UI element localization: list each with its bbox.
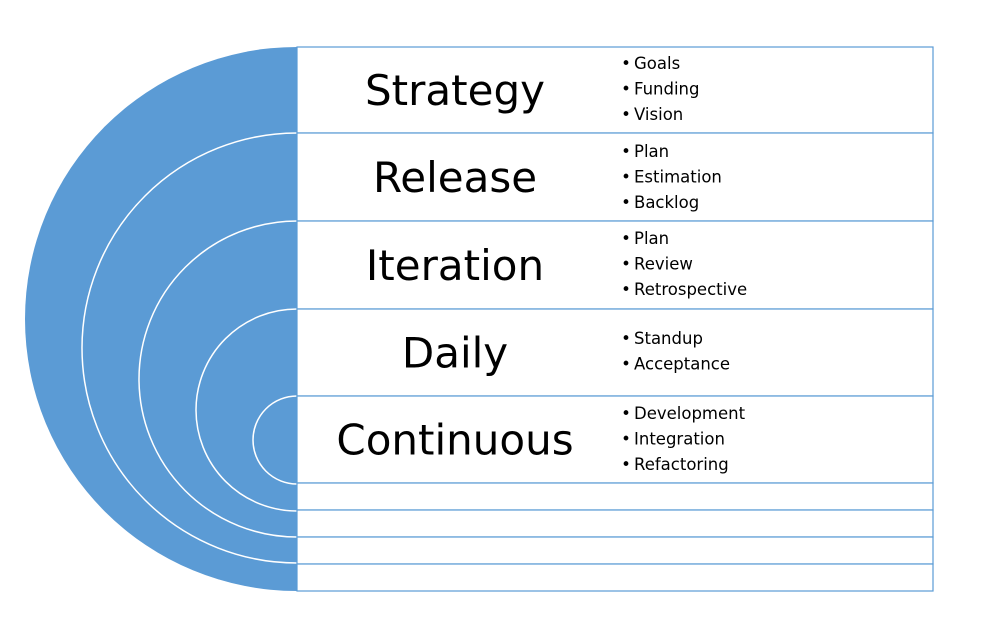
bullet-glyph: • xyxy=(621,255,631,274)
level-rows: Strategy•Goals•Funding•VisionRelease•Pla… xyxy=(296,46,934,592)
bullet-glyph: • xyxy=(621,142,631,161)
bullet-item-text: Retrospective xyxy=(634,280,747,299)
bullet-glyph: • xyxy=(621,455,631,474)
bullet-item-text: Vision xyxy=(634,105,683,124)
level-row-box xyxy=(296,395,934,484)
level-row-release: Release•Plan•Estimation•Backlog xyxy=(296,132,934,222)
arc-release-level xyxy=(81,132,298,564)
bullet-glyph: • xyxy=(621,229,631,248)
level-row-box xyxy=(296,308,934,397)
level-title: Daily xyxy=(402,329,508,378)
level-title: Release xyxy=(373,153,537,202)
bullet-item-text: Plan xyxy=(634,229,669,248)
level-title: Continuous xyxy=(336,416,573,465)
bullet-glyph: • xyxy=(621,80,631,99)
empty-row xyxy=(296,536,934,565)
outer-half-disc xyxy=(25,47,297,591)
bullet-glyph: • xyxy=(621,430,631,449)
level-title: Iteration xyxy=(366,241,544,290)
bullet-glyph: • xyxy=(621,193,631,212)
level-row-box xyxy=(296,220,934,310)
bullet-glyph: • xyxy=(621,355,631,374)
empty-row xyxy=(296,482,934,511)
bullet-item-text: Acceptance xyxy=(634,355,730,374)
bullet-item-text: Refactoring xyxy=(634,455,729,474)
level-row-strategy: Strategy•Goals•Funding•Vision xyxy=(296,46,934,134)
bullet-item-text: Funding xyxy=(634,80,700,99)
bullet-glyph: • xyxy=(621,54,631,73)
level-title: Strategy xyxy=(365,66,545,115)
arc-iteration-level xyxy=(138,220,298,538)
empty-row xyxy=(296,563,934,592)
bullet-item-text: Integration xyxy=(634,430,725,449)
nested-half-circles xyxy=(25,47,298,591)
empty-row xyxy=(296,509,934,538)
bullet-item-text: Estimation xyxy=(634,168,722,187)
bullet-item-text: Review xyxy=(634,255,693,274)
bullet-item-text: Backlog xyxy=(634,193,699,212)
bullet-glyph: • xyxy=(621,168,631,187)
bullet-glyph: • xyxy=(621,280,631,299)
bullet-glyph: • xyxy=(621,404,631,423)
level-row-daily: Daily •Standup•Acceptance xyxy=(296,308,934,397)
bullet-item-text: Plan xyxy=(634,142,669,161)
level-row-iteration: Iteration•Plan•Review•Retrospective xyxy=(296,220,934,310)
bullet-glyph: • xyxy=(621,329,631,348)
bullet-glyph: • xyxy=(621,105,631,124)
bullet-item-text: Standup xyxy=(634,329,703,348)
level-row-box xyxy=(296,46,934,134)
bullet-item-text: Development xyxy=(634,404,746,423)
arc-continuous-level xyxy=(252,395,298,485)
level-row-continuous: Continuous•Development•Integration•Refac… xyxy=(296,395,934,484)
bullet-item-text: Goals xyxy=(634,54,680,73)
arc-daily-level xyxy=(195,308,298,512)
